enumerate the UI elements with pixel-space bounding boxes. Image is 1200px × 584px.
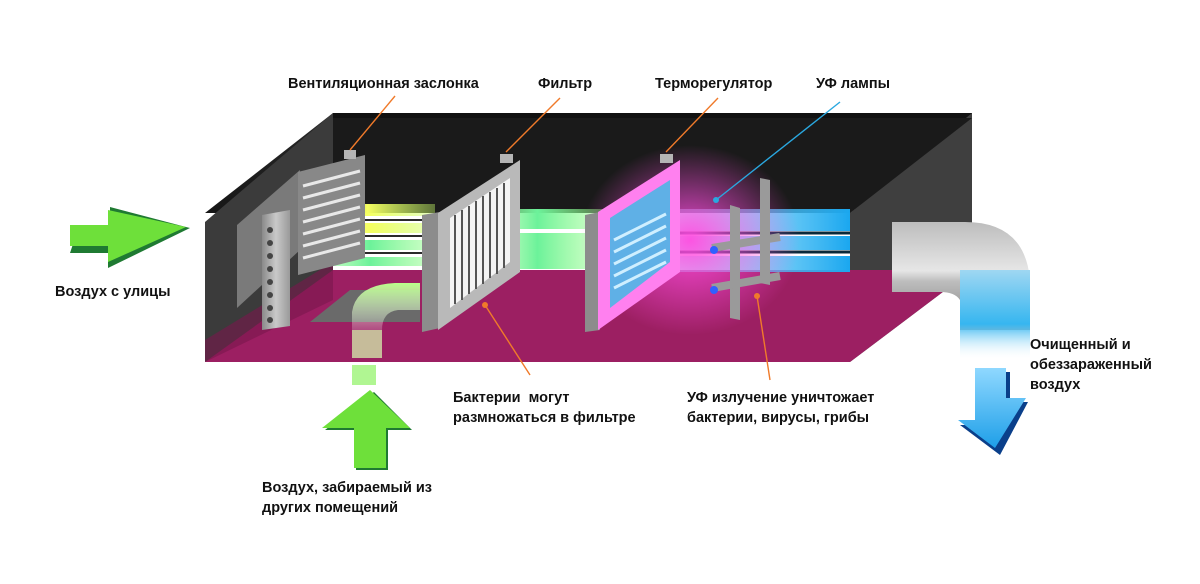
coil-tab — [660, 154, 673, 163]
filter — [422, 154, 520, 332]
inlet-from-other-rooms — [310, 283, 420, 385]
beam-2 — [300, 223, 440, 233]
damper-tab — [344, 150, 356, 159]
filter-side — [422, 212, 440, 332]
leader-uv-radiation — [756, 295, 771, 381]
ventilation-damper — [237, 150, 365, 330]
uv-lamp-bulb-2 — [710, 286, 718, 294]
leader-thermostat — [665, 97, 719, 153]
label-uv-destroys: УФ излучение уничтожает бактерии, вирусы… — [687, 388, 874, 428]
damper-holes — [267, 227, 273, 323]
leader-bacteria — [484, 304, 531, 376]
label-clean-air: Очищенный и обеззараженный воздух — [1030, 335, 1152, 395]
clean-air-arrow — [958, 368, 1028, 455]
beam-4 — [300, 257, 440, 266]
uv-lamp-bulb-1 — [710, 246, 718, 254]
beam-3 — [300, 240, 440, 250]
leader-dot-bacteria — [482, 302, 488, 308]
outside-air-arrow — [70, 207, 190, 268]
leader-damper — [349, 95, 396, 151]
label-uv-destroys-line1: УФ излучение уничтожает — [687, 390, 875, 406]
outlet-flow — [960, 270, 1030, 360]
uv-lamp-tube-1 — [711, 233, 781, 252]
label-bacteria-line2: размножаться в фильтре — [453, 410, 636, 426]
filter-tab — [500, 154, 513, 163]
label-bacteria-multiply: Бактерии могут размножаться в фильтре — [453, 388, 636, 428]
label-bacteria-line1: Бактерии могут — [453, 390, 570, 406]
label-filter: Фильтр — [538, 76, 593, 92]
label-other-rooms-air: Воздух, забираемый из других помещений — [262, 478, 432, 518]
uv-lamps — [710, 178, 781, 320]
label-uv-destroys-line2: бактерии, вирусы, грибы — [687, 410, 870, 426]
label-damper: Вентиляционная заслонка — [288, 76, 479, 92]
other-rooms-air-arrow — [322, 390, 412, 470]
leader-dot-uv-rad — [754, 293, 760, 299]
label-clean-air-line1: Очищенный и — [1030, 337, 1131, 353]
inlet-flow-stub — [352, 365, 376, 385]
inlet-flow — [352, 283, 420, 330]
thermostat-coil — [580, 145, 800, 335]
leader-filter — [505, 97, 561, 153]
duct-body — [205, 113, 972, 362]
damper-front-plate — [262, 210, 290, 330]
filter-media — [450, 178, 510, 308]
filter-pleats — [454, 183, 505, 304]
label-clean-air-line3: воздух — [1030, 377, 1081, 393]
uv-lamp-post-2 — [760, 178, 770, 285]
label-clean-air-line2: обеззараженный — [1030, 357, 1152, 373]
label-other-rooms-air-line1: Воздух, забираемый из — [262, 480, 433, 496]
uv-lamp-tube-2 — [711, 272, 781, 292]
leader-uv-lamps — [715, 101, 841, 201]
coil-core — [610, 180, 670, 308]
coil-fins — [613, 212, 667, 290]
coil-side — [585, 212, 600, 332]
duct-top-inner — [333, 113, 972, 118]
leader-lines — [349, 95, 841, 381]
label-thermostat: Терморегулятор — [655, 76, 773, 92]
leader-dot-uv — [713, 197, 719, 203]
inlet-flow-down — [352, 330, 382, 358]
label-outside-air: Воздух с улицы — [55, 284, 171, 300]
label-other-rooms-air-line2: других помещений — [262, 500, 399, 516]
damper-louvers — [302, 169, 361, 260]
uv-lamp-post-1 — [730, 205, 740, 320]
label-uv-lamps: УФ лампы — [816, 76, 891, 92]
outlet-pipe — [892, 222, 1030, 360]
